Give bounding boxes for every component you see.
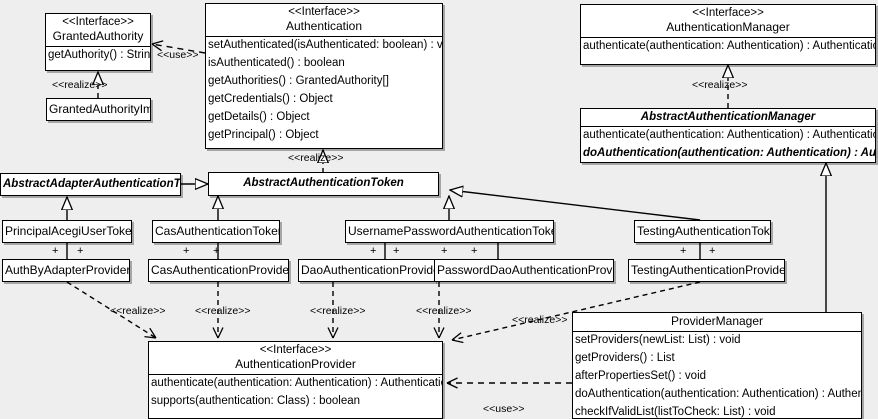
class-granted-authority-impl[interactable]: GrantedAuthorityImpl <box>46 98 151 121</box>
class-name: AuthByAdapterProvider <box>5 263 130 277</box>
compartment-separator <box>573 330 861 332</box>
class-header: <<Interface>> GrantedAuthority <box>46 14 150 46</box>
edge-label-realize-cas-authentication-provider: <<realize>> <box>195 305 251 317</box>
class-granted-authority[interactable]: <<Interface>> GrantedAuthority getAuthor… <box>45 13 151 71</box>
operation: authenticate(authentication: Authenticat… <box>583 129 876 142</box>
stereotype-label: <<Interface>> <box>692 7 764 19</box>
class-cas-authentication-token[interactable]: CasAuthenticationToken <box>152 220 280 243</box>
class-name: UsernamePasswordAuthenticationToken <box>348 224 554 238</box>
operation: setAuthenticated(isAuthenticated: boolea… <box>208 38 443 51</box>
compartment-separator <box>581 126 875 128</box>
operation: getProviders() : List <box>575 351 675 364</box>
compartment-separator <box>149 373 442 375</box>
edge-label-realize-testing-authentication-provider: <<realize>> <box>512 314 568 326</box>
class-header: <<Interface>> Authentication <box>206 4 442 36</box>
compartment-separator <box>46 45 150 47</box>
class-authentication[interactable]: <<Interface>> Authentication setAuthenti… <box>205 3 443 149</box>
class-header: <<Interface>> AuthenticationProvider <box>149 342 442 374</box>
class-name: GrantedAuthorityImpl <box>49 102 150 116</box>
edge-label-use-provider-manager: <<use>> <box>483 403 525 415</box>
multiplicity-marker: + <box>52 245 59 257</box>
class-authentication-provider[interactable]: <<Interface>> AuthenticationProvider aut… <box>148 341 443 419</box>
stereotype-label: <<Interface>> <box>62 16 134 28</box>
class-name: TestingAuthenticationToken <box>637 224 771 238</box>
edge-label-realize-granted-authority-impl: <<realize>> <box>52 79 108 91</box>
class-testing-authentication-provider[interactable]: TestingAuthenticationProvider <box>628 259 785 282</box>
operation: afterPropertiesSet() : void <box>575 369 707 382</box>
edge-label-realize-password-dao-authentication-provider: <<realize>> <box>416 305 472 317</box>
compartment-separator <box>206 35 442 37</box>
class-name: AuthenticationProvider <box>235 357 356 372</box>
operations-compartment: authenticate(authentication: Authenticat… <box>149 375 442 411</box>
multiplicity-marker: + <box>370 245 377 257</box>
class-cas-authentication-provider[interactable]: CasAuthenticationProvider <box>148 259 289 282</box>
class-name: Authentication <box>285 19 363 34</box>
operation: doAuthentication(authentication: Authent… <box>583 147 876 159</box>
operation: supports(authentication: Class) : boolea… <box>151 394 361 407</box>
multiplicity-marker: + <box>471 245 478 257</box>
operations-compartment: getAuthority() : String <box>46 47 150 65</box>
class-authentication-manager[interactable]: <<Interface>> AuthenticationManager auth… <box>580 4 876 65</box>
class-name: TestingAuthenticationProvider <box>631 263 785 277</box>
stereotype-label: <<Interface>> <box>288 6 360 18</box>
operation: isAuthenticated() : boolean <box>208 56 345 69</box>
edge-label-realize-dao-authentication-provider: <<realize>> <box>310 305 366 317</box>
class-name: AbstractAuthenticationToken <box>243 177 404 189</box>
compartment-separator <box>581 36 875 38</box>
stereotype-label: <<Interface>> <box>259 344 332 356</box>
operation: setProviders(newList: List) : void <box>575 333 741 346</box>
class-provider-manager[interactable]: ProviderManager setProviders(newList: Li… <box>572 312 862 419</box>
class-name: CasAuthenticationProvider <box>151 263 289 277</box>
operation: doAuthentication(authentication: Authent… <box>575 387 861 400</box>
class-name: CasAuthenticationToken <box>155 224 280 238</box>
operation: getDetails() : Object <box>208 110 310 123</box>
class-testing-authentication-token[interactable]: TestingAuthenticationToken <box>634 220 771 243</box>
edge-label-realize-abstract-authentication-token: <<realize>> <box>288 152 344 164</box>
class-name: PasswordDaoAuthenticationProvider <box>437 263 614 277</box>
edge-label-realize-abstract-authentication-manager: <<realize>> <box>692 79 748 91</box>
class-abstract-adapter-authentication-token[interactable]: AbstractAdapterAuthenticationToken <box>0 173 181 196</box>
class-username-password-authentication-token[interactable]: UsernamePasswordAuthenticationToken <box>345 220 554 243</box>
multiplicity-marker: + <box>709 245 716 257</box>
class-name: AbstractAuthenticationManager <box>640 111 816 123</box>
operation: authenticate(authentication: Authenticat… <box>583 39 876 52</box>
class-name: ProviderManager <box>670 314 764 328</box>
operation: getCredentials() : Object <box>208 92 333 105</box>
multiplicity-marker: + <box>680 245 687 257</box>
class-password-dao-authentication-provider[interactable]: PasswordDaoAuthenticationProvider <box>434 259 614 282</box>
operation: authenticate(authentication: Authenticat… <box>151 376 443 389</box>
class-name: DaoAuthenticationProvider <box>301 263 435 277</box>
class-name: AuthenticationManager <box>666 20 790 35</box>
class-header: ProviderManager <box>573 313 861 331</box>
class-abstract-authentication-manager[interactable]: AbstractAuthenticationManager authentica… <box>580 108 876 163</box>
multiplicity-marker: + <box>393 245 400 257</box>
multiplicity-marker: + <box>183 245 190 257</box>
class-dao-authentication-provider[interactable]: DaoAuthenticationProvider <box>298 259 435 282</box>
multiplicity-marker: + <box>77 245 84 257</box>
class-principal-acegi-user-token[interactable]: PrincipalAcegiUserToken <box>2 220 132 243</box>
operations-compartment: setProviders(newList: List) : void getPr… <box>573 332 861 418</box>
class-name: GrantedAuthority <box>52 29 144 44</box>
operation: checkIfValidList(listToCheck: List) : vo… <box>575 405 776 418</box>
operation: getAuthorities() : GrantedAuthority[] <box>208 74 389 87</box>
operations-compartment: setAuthenticated(isAuthenticated: boolea… <box>206 37 442 145</box>
edge-label-use-granted-authority: <<use>> <box>157 49 199 61</box>
operation: getPrincipal() : Object <box>208 128 319 141</box>
operation: getAuthority() : String <box>48 48 151 61</box>
edge-label-realize-auth-by-adapter-provider: <<realize>> <box>110 305 166 317</box>
class-abstract-authentication-token[interactable]: AbstractAuthenticationToken <box>208 172 439 196</box>
class-name: PrincipalAcegiUserToken <box>5 224 132 238</box>
class-header: <<Interface>> AuthenticationManager <box>581 5 875 37</box>
class-header: AbstractAuthenticationManager <box>581 109 875 126</box>
class-auth-by-adapter-provider[interactable]: AuthByAdapterProvider <box>2 259 130 282</box>
class-name: AbstractAdapterAuthenticationToken <box>3 178 181 190</box>
multiplicity-marker: + <box>441 245 448 257</box>
operations-compartment: authenticate(authentication: Authenticat… <box>581 127 876 162</box>
operations-compartment: authenticate(authentication: Authenticat… <box>581 38 875 56</box>
multiplicity-marker: + <box>213 245 220 257</box>
